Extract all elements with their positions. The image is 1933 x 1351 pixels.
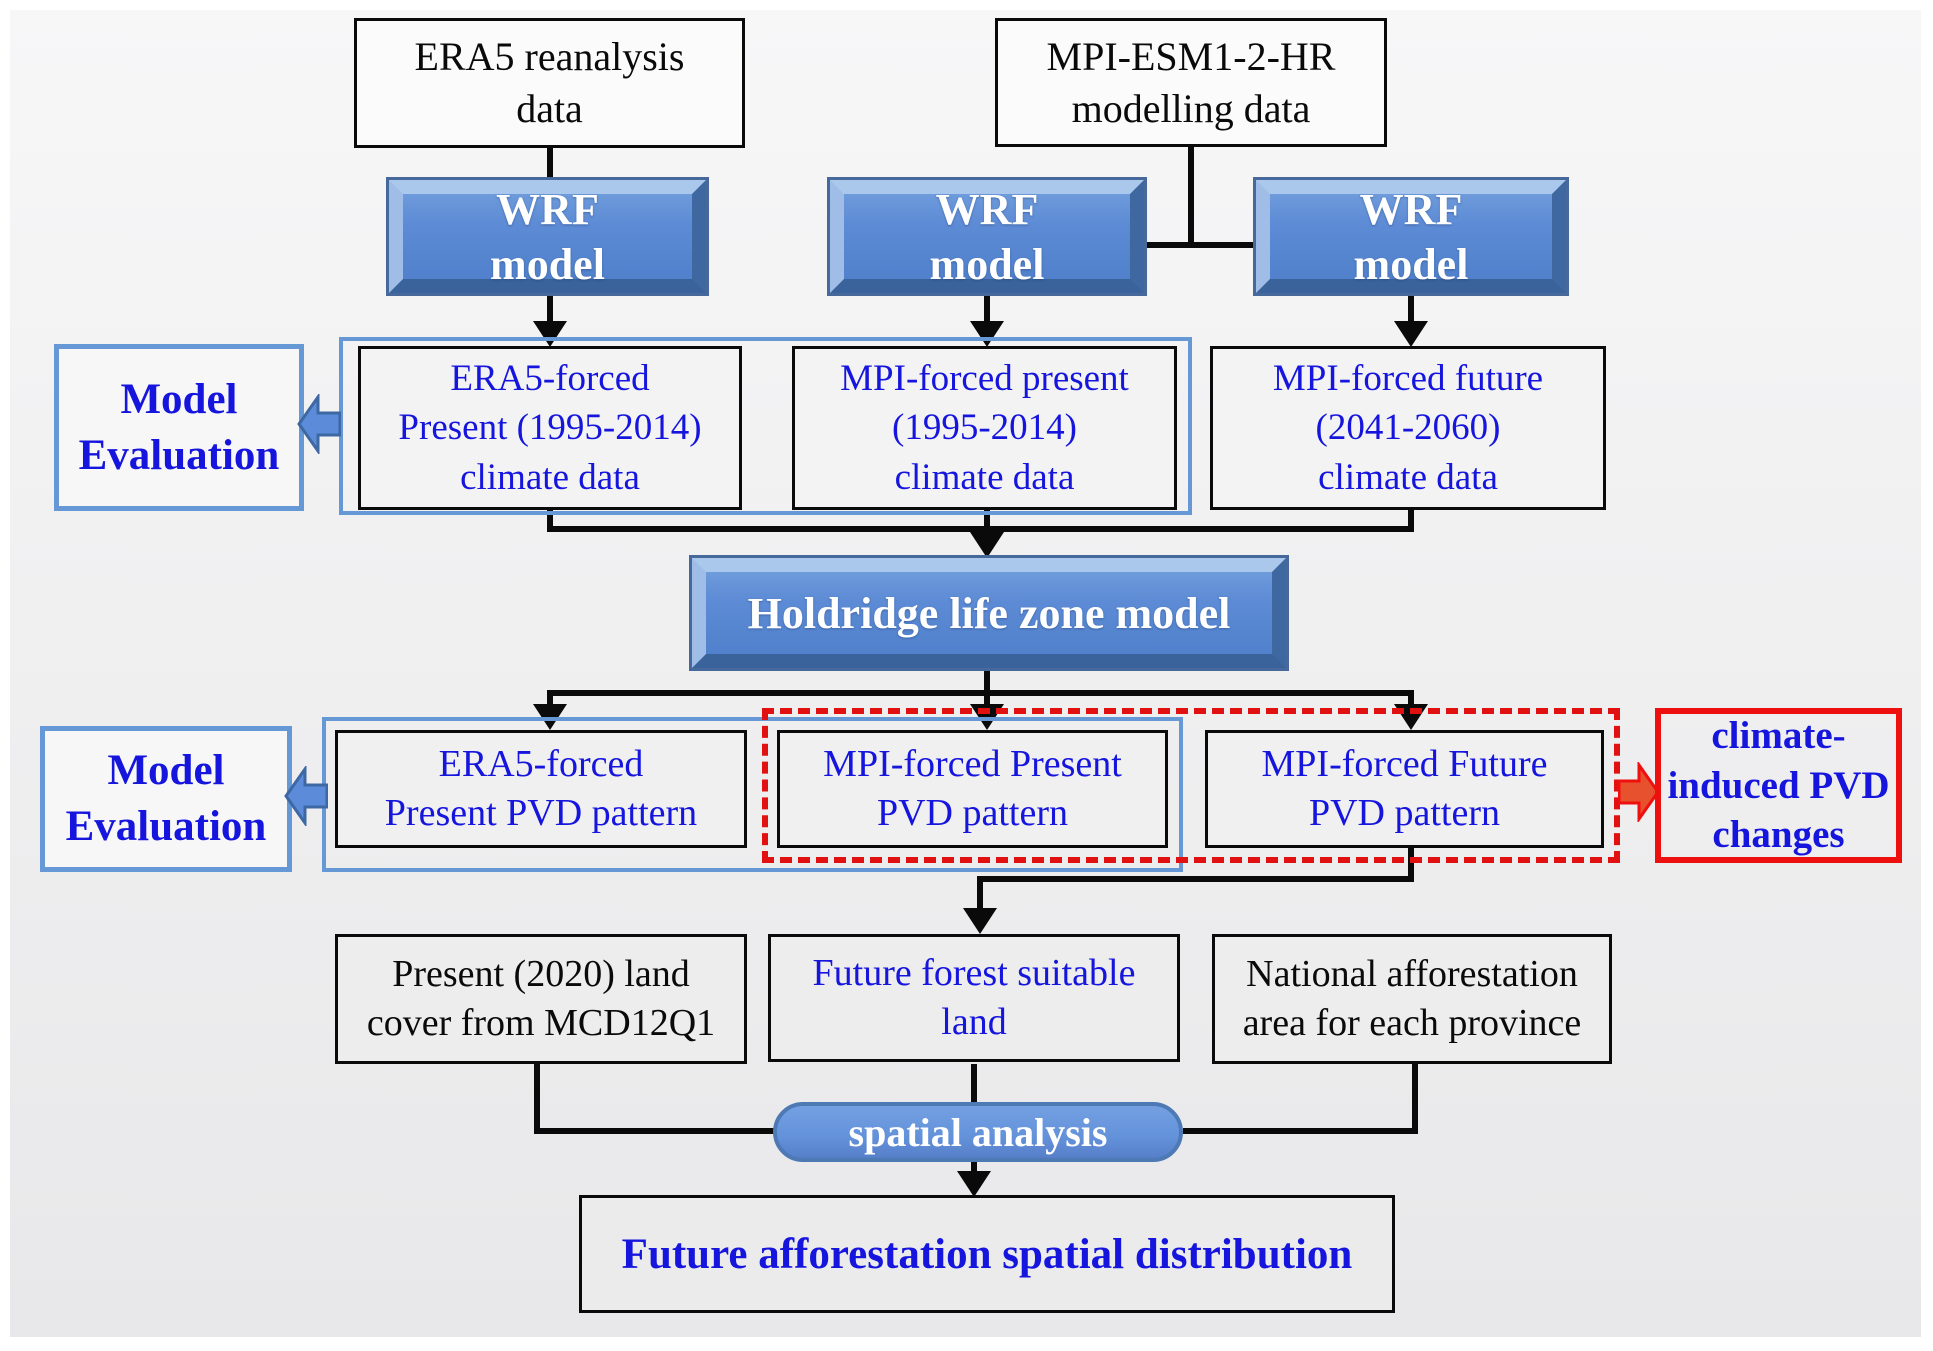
mpi-present-climate-label: MPI-forced present (1995-2014) climate d… xyxy=(840,358,1129,498)
present-landcover-label: Present (2020) land cover from MCD12Q1 xyxy=(366,952,716,1044)
connector-climate3-down xyxy=(1408,508,1414,532)
box-mpi-future-pvd: MPI-forced Future PVD pattern xyxy=(1205,730,1604,848)
box-holdridge-model: Holdridge life zone model xyxy=(689,555,1289,671)
connector-pvd3-horizontal xyxy=(977,876,1414,882)
arrowhead-down-icon xyxy=(970,532,1004,558)
ellipse-spatial-analysis: spatial analysis xyxy=(773,1102,1183,1162)
box-present-landcover: Present (2020) land cover from MCD12Q1 xyxy=(335,934,747,1064)
box-wrf-model-3: WRF model xyxy=(1253,177,1569,296)
wrf1-label: WRF model xyxy=(490,184,605,289)
connector-national-down xyxy=(1412,1064,1418,1134)
era5-source-label: ERA5 reanalysis data xyxy=(414,34,685,131)
block-arrow-right-icon xyxy=(1617,760,1660,824)
holdridge-label: Holdridge life zone model xyxy=(747,588,1231,638)
box-climate-induced-changes: climate- induced PVD changes xyxy=(1655,708,1902,863)
wrf2-label: WRF model xyxy=(929,184,1045,289)
wrf3-label: WRF model xyxy=(1353,184,1469,289)
box-wrf-model-1: WRF model xyxy=(386,177,709,296)
connector-wrf2-wrf3 xyxy=(1144,242,1256,248)
connector-to-futureforest xyxy=(977,876,983,910)
red-dashed-group xyxy=(762,708,1620,863)
connector-era5-to-wrf1 xyxy=(547,146,553,182)
arrowhead-down-icon xyxy=(970,321,1004,347)
connector-futureforest-to-ellipse xyxy=(971,1064,977,1106)
connector-wrf1-to-climate1 xyxy=(547,293,553,323)
connector-landcover-to-ellipse xyxy=(534,1128,779,1134)
evaluation-group-climate xyxy=(339,337,1192,515)
era5-present-pvd-label: ERA5-forced Present PVD pattern xyxy=(384,742,698,834)
arrowhead-down-icon xyxy=(963,908,997,934)
box-wrf-model-2: WRF model xyxy=(827,177,1147,296)
era5-present-climate-label: ERA5-forced Present (1995-2014) climate … xyxy=(398,358,702,498)
box-model-evaluation-2: Model Evaluation xyxy=(40,726,292,872)
arrowhead-down-icon xyxy=(533,321,567,347)
connector-landcover-down xyxy=(534,1064,540,1134)
mpi-future-pvd-label: MPI-forced Future PVD pattern xyxy=(1261,742,1548,834)
future-afforestation-label: Future afforestation spatial distributio… xyxy=(621,1230,1353,1278)
connector-pvd3-down xyxy=(1408,848,1414,882)
box-mpi-esm-data: MPI-ESM1-2-HR modelling data xyxy=(995,18,1387,147)
connector-merge-horizontal xyxy=(547,526,1414,532)
connector-wrf3-to-climate3 xyxy=(1408,293,1414,323)
mpi-future-climate-label: MPI-forced future (2041-2060) climate da… xyxy=(1272,358,1544,498)
connector-branch-horizontal xyxy=(547,690,1414,696)
box-mpi-present-pvd: MPI-forced Present PVD pattern xyxy=(777,730,1168,848)
arrowhead-down-icon xyxy=(1394,321,1428,347)
connector-national-to-ellipse xyxy=(1183,1128,1418,1134)
arrowhead-down-icon xyxy=(957,1171,991,1197)
spatial-analysis-label: spatial analysis xyxy=(848,1109,1108,1155)
box-model-evaluation-1: Model Evaluation xyxy=(54,344,304,511)
box-national-afforestation: National afforestation area for each pro… xyxy=(1212,934,1612,1064)
box-era5-reanalysis-data: ERA5 reanalysis data xyxy=(354,18,745,148)
future-forest-land-label: Future forest suitable land xyxy=(812,951,1136,1043)
mpi-source-label: MPI-ESM1-2-HR modelling data xyxy=(1046,33,1336,131)
model-evaluation-1-label: Model Evaluation xyxy=(78,375,280,479)
connector-wrf2-to-climate2 xyxy=(984,293,990,323)
connector-branch-left-down xyxy=(547,690,553,706)
climate-induced-changes-label: climate- induced PVD changes xyxy=(1667,713,1890,857)
box-mpi-future-climate: MPI-forced future (2041-2060) climate da… xyxy=(1210,346,1606,510)
connector-climate2-down xyxy=(984,508,990,536)
connector-mpi-down xyxy=(1188,145,1194,247)
box-future-forest-land: Future forest suitable land xyxy=(768,934,1180,1062)
box-mpi-present-climate: MPI-forced present (1995-2014) climate d… xyxy=(792,346,1177,510)
box-era5-present-pvd: ERA5-forced Present PVD pattern xyxy=(335,730,747,848)
block-arrow-left-icon xyxy=(297,392,342,456)
national-afforestation-label: National afforestation area for each pro… xyxy=(1242,952,1582,1044)
box-era5-present-climate: ERA5-forced Present (1995-2014) climate … xyxy=(358,346,742,510)
connector-branch-right-down xyxy=(1408,690,1414,706)
box-future-afforestation: Future afforestation spatial distributio… xyxy=(579,1195,1395,1313)
model-evaluation-2-label: Model Evaluation xyxy=(65,747,267,850)
connector-climate1-down xyxy=(547,508,553,532)
connector-ellipse-down xyxy=(971,1162,977,1174)
block-arrow-left-icon xyxy=(284,764,329,828)
mpi-present-pvd-label: MPI-forced Present PVD pattern xyxy=(823,742,1122,834)
connector-holdridge-down xyxy=(984,668,990,706)
